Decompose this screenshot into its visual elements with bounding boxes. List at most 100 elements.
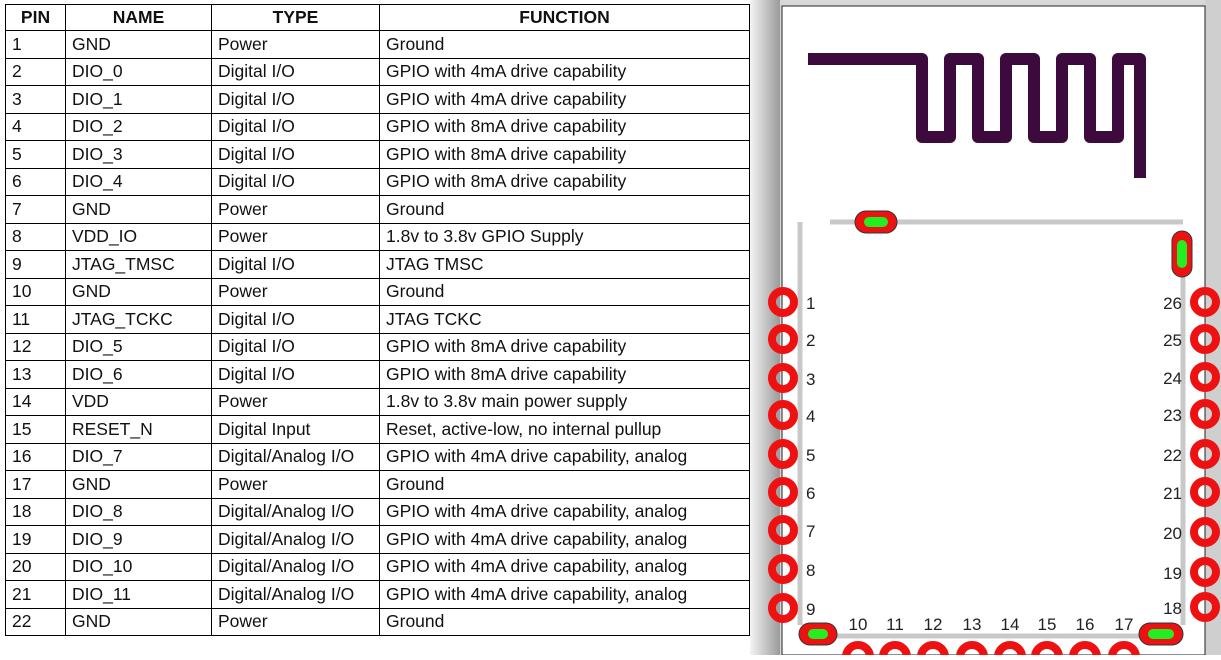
pad-left: [768, 287, 798, 317]
antenna-trace: [808, 53, 1146, 178]
cell-function: JTAG TCKC: [379, 305, 750, 334]
header-function: FUNCTION: [379, 4, 750, 31]
cell-name: VDD: [65, 387, 212, 416]
pin-label: 2: [806, 331, 815, 350]
pad-right: [1190, 517, 1220, 547]
cell-function: GPIO with 4mA drive capability, analog: [379, 580, 750, 609]
pin-label: 17: [1115, 615, 1134, 634]
pin-label: 11: [886, 615, 904, 634]
pin-label: 19: [1163, 564, 1182, 583]
cell-function: GPIO with 4mA drive capability: [379, 85, 750, 114]
cell-function: GPIO with 8mA drive capability: [379, 360, 750, 389]
pin-label: 20: [1163, 524, 1182, 543]
cell-pin: 8: [5, 222, 66, 251]
cell-type: Digital Input: [211, 415, 380, 444]
cell-function: Ground: [379, 30, 750, 59]
pin-label: 16: [1076, 615, 1095, 634]
cell-name: DIO_1: [65, 85, 212, 114]
pin-label: 10: [849, 615, 868, 634]
cell-function: GPIO with 8mA drive capability: [379, 112, 750, 141]
pin-label: 1: [806, 294, 815, 313]
pin-label: 26: [1163, 294, 1182, 313]
cell-type: Digital/Analog I/O: [211, 497, 380, 526]
cell-type: Digital/Analog I/O: [211, 525, 380, 554]
pin-label: 22: [1163, 446, 1182, 465]
pad-right: [1190, 287, 1220, 317]
pin-label: 3: [806, 370, 815, 389]
pin-label: 23: [1163, 406, 1182, 425]
cell-function: GPIO with 4mA drive capability, analog: [379, 442, 750, 471]
cell-name: DIO_6: [65, 360, 212, 389]
cell-function: 1.8v to 3.8v main power supply: [379, 387, 750, 416]
cell-type: Digital I/O: [211, 57, 380, 86]
cell-name: DIO_8: [65, 497, 212, 526]
cell-name: DIO_5: [65, 332, 212, 361]
cell-function: GPIO with 4mA drive capability, analog: [379, 525, 750, 554]
cell-pin: 3: [5, 85, 66, 114]
pin-label: 9: [806, 600, 815, 619]
pin-label: 24: [1163, 369, 1182, 388]
pad-right: [1190, 439, 1220, 469]
cell-type: Power: [211, 277, 380, 306]
cell-pin: 1: [5, 30, 66, 59]
cell-pin: 5: [5, 140, 66, 169]
pad-left: [768, 324, 798, 354]
cell-type: Digital I/O: [211, 360, 380, 389]
cell-function: Reset, active-low, no internal pullup: [379, 415, 750, 444]
cell-pin: 16: [5, 442, 66, 471]
cell-name: RESET_N: [65, 415, 212, 444]
cell-type: Power: [211, 30, 380, 59]
cell-function: Ground: [379, 607, 750, 636]
cell-function: JTAG TMSC: [379, 250, 750, 279]
cell-name: GND: [65, 277, 212, 306]
cell-pin: 7: [5, 195, 66, 224]
pad-left: [768, 439, 798, 469]
cell-name: DIO_7: [65, 442, 212, 471]
pin-label: 13: [963, 615, 982, 634]
cell-pin: 17: [5, 470, 66, 499]
cell-pin: 6: [5, 167, 66, 196]
cell-name: DIO_9: [65, 525, 212, 554]
pin-label: 5: [806, 446, 815, 465]
pin-label: 12: [924, 615, 943, 634]
ground-pad-core: [864, 217, 888, 227]
ground-pad-core: [1177, 240, 1187, 268]
cell-type: Digital I/O: [211, 85, 380, 114]
ground-pad-core: [808, 629, 828, 639]
pin-label: 25: [1163, 331, 1182, 350]
pin-label: 21: [1163, 484, 1182, 503]
cell-function: GPIO with 4mA drive capability, analog: [379, 552, 750, 581]
cell-name: VDD_IO: [65, 222, 212, 251]
cell-name: GND: [65, 30, 212, 59]
cell-name: DIO_11: [65, 580, 212, 609]
cell-name: DIO_4: [65, 167, 212, 196]
cell-function: Ground: [379, 195, 750, 224]
table-header-row: PIN NAME TYPE FUNCTION: [5, 4, 750, 31]
cell-type: Power: [211, 607, 380, 636]
pad-right: [1190, 324, 1220, 354]
cell-type: Digital I/O: [211, 250, 380, 279]
cell-type: Digital/Analog I/O: [211, 442, 380, 471]
pad-left: [768, 363, 798, 393]
cell-type: Digital I/O: [211, 112, 380, 141]
cell-pin: 22: [5, 607, 66, 636]
cell-pin: 4: [5, 112, 66, 141]
pin-label: 6: [806, 484, 815, 503]
cell-name: DIO_3: [65, 140, 212, 169]
pad-left: [768, 593, 798, 623]
